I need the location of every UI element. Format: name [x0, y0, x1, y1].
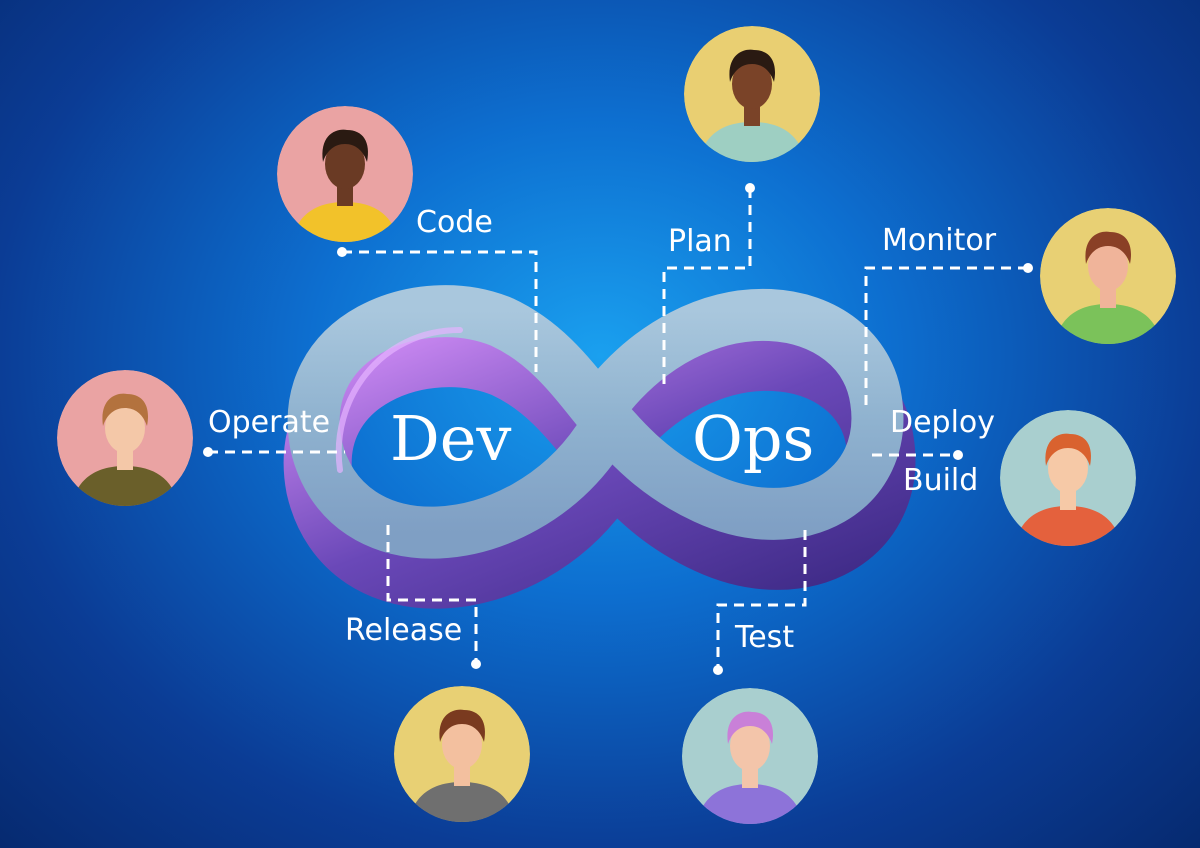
stage-label-code: Code: [416, 205, 493, 240]
avatar-icon: [682, 688, 818, 824]
avatar-test: [682, 688, 818, 824]
connector-monitor: [864, 266, 1028, 405]
avatar-face: [732, 59, 772, 109]
avatar-hair: [1085, 231, 1132, 264]
avatar-neck: [742, 766, 758, 788]
connector-dots: [203, 183, 1033, 675]
avatar-shirt: [696, 784, 804, 824]
connector-dot: [203, 447, 213, 457]
avatar-face: [105, 403, 145, 453]
avatar-shirt: [71, 466, 179, 506]
avatar-face: [325, 139, 365, 189]
connector-dot: [713, 665, 723, 675]
connector-dot: [745, 183, 755, 193]
avatar-neck: [117, 448, 133, 470]
connector-dot: [337, 247, 347, 257]
avatar-icon: [684, 26, 820, 162]
avatar-neck: [454, 764, 470, 786]
connector-code: [342, 250, 538, 372]
connector-test: [716, 530, 807, 670]
avatar-face: [730, 721, 770, 771]
avatar-icon: [394, 686, 530, 822]
avatar-icon: [277, 106, 413, 242]
avatar-face: [1088, 241, 1128, 291]
avatar-icon: [1040, 208, 1176, 344]
connector-release: [386, 525, 478, 664]
stage-label-operate: Operate: [208, 405, 331, 440]
avatar-icon: [1000, 410, 1136, 546]
stage-label-build: Build: [903, 463, 979, 498]
stage-label-release: Release: [345, 613, 463, 648]
avatar-plan: [684, 26, 820, 162]
stage-label-test: Test: [735, 620, 795, 655]
connector-dot: [471, 659, 481, 669]
connector-plan: [662, 188, 752, 385]
connectors: [208, 188, 1028, 670]
avatar-hair: [439, 709, 486, 742]
infinity-loop-shine: [335, 327, 463, 473]
avatar-code: [277, 106, 413, 242]
avatar-hair: [1045, 433, 1092, 466]
avatar-neck: [337, 184, 353, 206]
avatar-neck: [1060, 488, 1076, 510]
avatar-hair: [727, 711, 774, 744]
avatar-shirt: [291, 202, 399, 242]
avatar-hair: [322, 129, 369, 162]
avatar-deploy-build: [1000, 410, 1136, 546]
dev-label: Dev: [390, 402, 512, 475]
connector-dot: [953, 450, 963, 460]
avatar-operate: [57, 370, 193, 506]
stage-label-monitor: Monitor: [882, 223, 997, 258]
avatar-shirt: [698, 122, 806, 162]
avatar-neck: [744, 104, 760, 126]
avatar-face: [1048, 443, 1088, 493]
avatar-neck: [1100, 286, 1116, 308]
avatar-icon: [57, 370, 193, 506]
ops-label: Ops: [692, 402, 815, 475]
connector-dot: [1023, 263, 1033, 273]
avatar-release: [394, 686, 530, 822]
avatar-monitor: [1040, 208, 1176, 344]
infinity-loop: [283, 285, 916, 609]
avatar-shirt: [1054, 304, 1162, 344]
avatar-shirt: [1014, 506, 1122, 546]
stage-label-deploy: Deploy: [890, 405, 996, 440]
infinity-loop-face: [287, 285, 904, 559]
avatar-hair: [729, 49, 776, 82]
avatar-face: [442, 719, 482, 769]
avatar-hair: [102, 393, 149, 426]
stage-label-plan: Plan: [668, 224, 732, 259]
avatar-shirt: [408, 782, 516, 822]
